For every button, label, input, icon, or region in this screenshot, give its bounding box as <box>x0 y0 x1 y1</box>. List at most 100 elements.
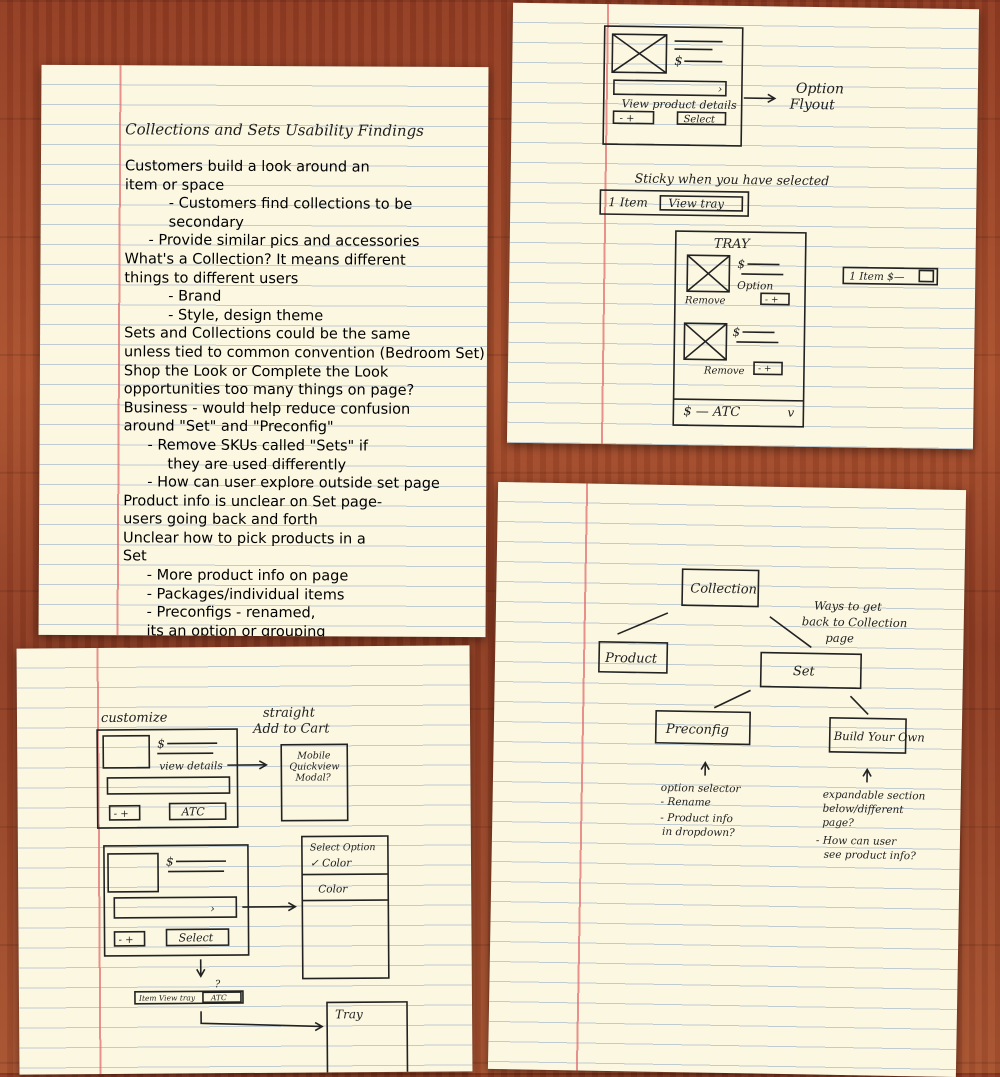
note-line: Sets and Collections could be the same <box>124 325 477 345</box>
sitemap-diagram: Collection Ways to get back to Collectio… <box>488 482 966 1077</box>
note-line: Business - would help reduce confusion <box>124 399 477 419</box>
note-line: around "Set" and "Preconfig" <box>124 418 477 438</box>
select-stepper-text: - + <box>119 935 134 946</box>
question-mark: ? <box>215 979 221 990</box>
preconfig-note-1: option selector <box>661 782 742 795</box>
tray-price-2: $ <box>732 325 740 339</box>
color-checked: ✓ Color <box>310 857 352 869</box>
note-line: - Customers find collections to be <box>125 194 478 214</box>
sticky-note: Sticky when you have selected <box>635 170 830 188</box>
note-line: - Preconfigs - renamed, <box>123 604 476 624</box>
option-flyout-line-2: Flyout <box>789 97 836 114</box>
byo-note-2: below/different <box>822 803 904 816</box>
note-line: things to different users <box>124 269 477 289</box>
sitemap-sheet: Collection Ways to get back to Collectio… <box>488 482 966 1077</box>
tray-remove-2: Remove <box>703 365 745 377</box>
note-line: Customers build a look around an <box>125 157 478 177</box>
note-line: - Brand <box>124 287 477 307</box>
preconfig-label: Preconfig <box>665 722 729 738</box>
customize-dropdown <box>107 777 229 794</box>
note-line: its an option or grouping <box>122 622 475 637</box>
ways-note-1: Ways to get <box>814 598 882 613</box>
tray-atc-bar: $ — ATC <box>683 404 740 420</box>
customize-sheet: customize straight Add to Cart $ view de… <box>17 645 473 1074</box>
ways-note-3: page <box>825 631 854 645</box>
mini-bar-button <box>919 270 933 281</box>
customize-stepper-text: - + <box>114 809 129 820</box>
note-line: - More product info on page <box>123 566 476 586</box>
modal-note-2: Quickview <box>289 761 339 772</box>
note-line: users going back and forth <box>123 511 476 531</box>
tray-sketch-title: Tray <box>335 1007 363 1021</box>
preconfig-note-3: - Product info <box>660 812 733 825</box>
note-line: opportunities too many things on page? <box>124 380 477 400</box>
select-dropdown <box>114 897 236 918</box>
flyout-wireframes: $ › View product details - + Select Opti… <box>507 3 979 449</box>
straight-line-2: Add to Cart <box>252 721 330 737</box>
note-line: What's a Collection? It means different <box>124 250 477 270</box>
note-line: secondary <box>125 213 478 233</box>
note-line: they are used differently <box>123 455 476 475</box>
select-button-text: Select <box>178 931 213 944</box>
note-line: item or space <box>125 176 478 196</box>
tray-price-1: $ <box>737 257 745 271</box>
tray-stepper-1-text: - + <box>765 295 779 305</box>
modal-note-1: Mobile <box>296 750 331 761</box>
chevron-right-icon: › <box>210 902 214 915</box>
bottom-atc-text: ATC <box>210 993 227 1002</box>
customize-wireframes: customize straight Add to Cart $ view de… <box>17 645 473 1074</box>
byo-note-4: - How can user <box>816 835 897 848</box>
note-line: - Remove SKUs called "Sets" if <box>123 436 476 456</box>
set-label: Set <box>793 664 816 679</box>
chevron-down-icon: v <box>787 406 794 420</box>
note-line: - Style, design theme <box>124 306 477 326</box>
note-line: Product info is unclear on Set page- <box>123 492 476 512</box>
customize-atc-text: ATC <box>181 805 206 818</box>
note-line: Set <box>123 548 476 568</box>
customize-price: $ <box>157 737 165 751</box>
ways-note-2: back to Collection <box>802 614 908 630</box>
mini-bar-text: 1 Item $— <box>849 270 905 283</box>
build-your-own-label: Build Your Own <box>833 729 925 745</box>
byo-note-1: expandable section <box>823 789 926 803</box>
preconfig-note-2: - Rename <box>660 796 710 809</box>
bottom-bar-text: Item View tray <box>138 993 196 1002</box>
tray-remove-1: Remove <box>684 295 726 307</box>
tray-option-label: Option <box>737 280 773 293</box>
product-label: Product <box>604 651 658 667</box>
preconfig-note-4: in dropdown? <box>662 826 735 839</box>
byo-note-3: page? <box>822 817 854 830</box>
select-price: $ <box>166 854 174 868</box>
note-line: Shop the Look or Complete the Look <box>124 362 477 382</box>
straight-line-1: straight <box>263 705 316 720</box>
note-line: - Provide similar pics and accessories <box>125 232 478 252</box>
note-line: - Packages/individual items <box>123 585 476 605</box>
note-line: - How can user explore outside set page <box>123 473 476 493</box>
sticky-bar-item: 1 Item <box>608 195 648 210</box>
select-text: Select <box>683 114 716 125</box>
modal-note-3: Modal? <box>294 772 331 783</box>
view-tray-text: View tray <box>668 196 724 211</box>
note-line: Unclear how to pick products in a <box>123 529 476 549</box>
chevron-right-icon: › <box>718 83 723 96</box>
byo-note-5: see product info? <box>824 849 917 863</box>
tray-stepper-2-text: - + <box>758 364 772 374</box>
select-image <box>108 854 158 892</box>
tray-title: TRAY <box>714 237 752 253</box>
select-option-title: Select Option <box>310 842 376 853</box>
note-line: unless tied to common convention (Bedroo… <box>124 343 477 363</box>
customize-image <box>103 736 149 768</box>
color-option: Color <box>318 883 348 895</box>
option-dropdown <box>614 80 726 96</box>
notes-title: Collections and Sets Usability Findings <box>125 120 424 140</box>
collection-label: Collection <box>690 581 757 597</box>
customize-view-details: view details <box>159 760 223 772</box>
stepper-text: - + <box>619 113 634 124</box>
price-symbol: $ <box>674 54 682 69</box>
notes-sheet: Collections and Sets Usability Findings … <box>39 65 489 637</box>
flyout-sheet: $ › View product details - + Select Opti… <box>507 3 979 449</box>
view-details-text: View product details <box>622 97 738 112</box>
customize-label: customize <box>101 711 168 726</box>
option-flyout-line-1: Option <box>796 81 844 98</box>
